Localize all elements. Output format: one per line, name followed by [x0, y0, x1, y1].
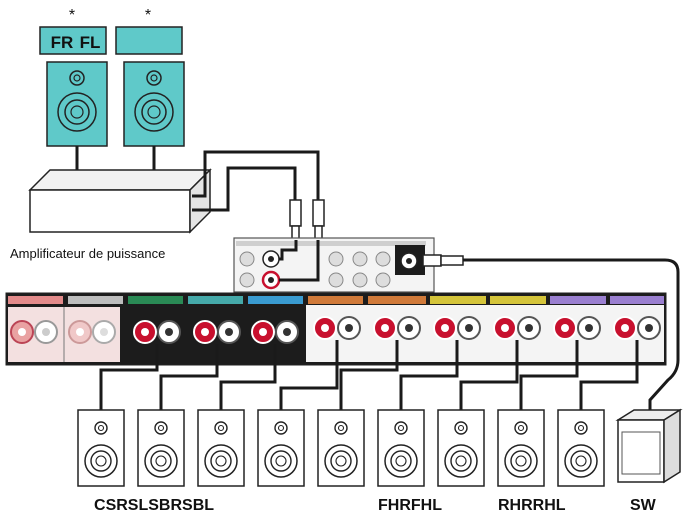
subwoofer-cable: [463, 258, 680, 412]
label-fl: FL: [80, 33, 101, 52]
subwoofer-icon: [615, 408, 683, 484]
label-box-left: [39, 26, 107, 55]
rca-plug-icon: [312, 199, 325, 241]
rca-cables: [192, 150, 320, 212]
receiver-preout-panel: [233, 237, 435, 293]
bottom-label-group3: RHRRHL: [498, 497, 566, 514]
speaker-icon: [497, 409, 545, 487]
amplifier-label: Amplificateur de puissance: [10, 246, 165, 261]
asterisk-left: *: [69, 7, 75, 24]
label-box-right: [115, 26, 183, 55]
speaker-icon: [317, 409, 365, 487]
power-amplifier: [28, 168, 212, 234]
bottom-label-sw: SW: [630, 497, 657, 514]
speaker-icon: [437, 409, 485, 487]
speaker-icon: [377, 409, 425, 487]
speaker-cables-bottom: [99, 340, 639, 410]
bottom-label-group2: FHRFHL: [378, 497, 442, 514]
label-fr: FR: [51, 33, 74, 52]
rca-plug-icon: [422, 254, 464, 267]
speaker-icon: [137, 409, 185, 487]
preout-cables: [279, 240, 320, 282]
speaker-icon: [77, 409, 125, 487]
speaker-cables-top: [75, 146, 156, 172]
bottom-label-group1: CSRSLSBRSBL: [94, 497, 214, 514]
rca-plug-icon: [289, 199, 302, 241]
speaker-icon: [123, 61, 185, 147]
speaker-icon: [46, 61, 108, 147]
speaker-icon: [197, 409, 245, 487]
asterisk-right: *: [145, 7, 151, 24]
speaker-terminal-icon: [10, 316, 661, 344]
speaker-icon: [257, 409, 305, 487]
speaker-icon: [557, 409, 605, 487]
